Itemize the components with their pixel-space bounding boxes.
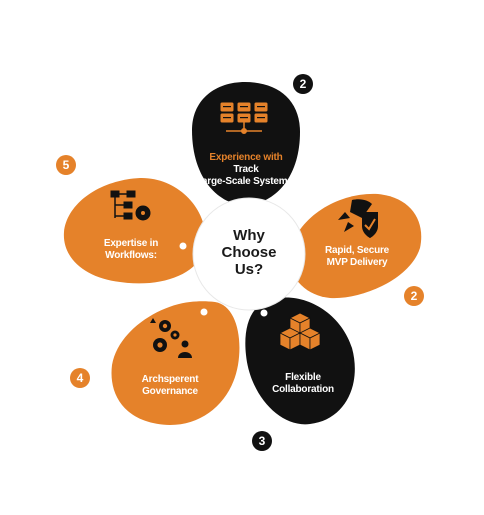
connector-dot-bottom-left <box>200 308 208 316</box>
petal-top-text: Experience with Track Large-Scale System… <box>196 152 296 188</box>
gears-person-icon <box>150 318 192 358</box>
center-title: Why Choose Us? <box>207 227 291 278</box>
badge-bottom-right: 3 <box>252 431 272 451</box>
rocket-shield-icon <box>338 199 378 238</box>
petal-bottom-left <box>111 301 240 425</box>
connector-dot-right <box>294 242 302 250</box>
connector-dot-bottom-right <box>260 309 268 317</box>
petal-top <box>192 82 300 205</box>
petal-left-line2: Workflows: <box>105 250 157 261</box>
petal-right-text: Rapid, Secure MVP Delivery <box>312 245 402 269</box>
center-title-line1: Why <box>233 227 265 244</box>
badge-right: 2 <box>404 286 424 306</box>
petal-left <box>63 177 206 284</box>
petal-bottom-right-line2: Collaboration <box>272 384 334 395</box>
petal-bottom-left-text: Archsperent Governance <box>125 374 215 398</box>
petal-bottom-right <box>245 297 355 425</box>
petal-top-line3: Large-Scale Systems: <box>196 176 296 187</box>
petal-bottom-right-text: Flexible Collaboration <box>258 372 348 396</box>
workflow-gear-icon <box>110 190 151 221</box>
petal-top-line1: Experience with <box>209 152 283 163</box>
petal-left-text: Expertise in Workflows: <box>86 238 176 262</box>
petal-bottom-right-line1: Flexible <box>285 372 321 383</box>
connector-dot-left <box>179 242 187 250</box>
badge-left: 5 <box>56 155 76 175</box>
center-title-line3: Us? <box>234 261 264 278</box>
petal-bottom-left-line2: Governance <box>142 386 198 397</box>
badge-top: 2 <box>293 74 313 94</box>
stacked-boxes-icon <box>279 312 321 351</box>
petal-left-line1: Expertise in <box>103 238 159 249</box>
petal-top-line2: Track <box>233 164 259 175</box>
connector-dot-top <box>237 202 245 210</box>
center-title-line2: Choose <box>221 244 277 261</box>
petal-right <box>289 193 422 299</box>
badge-bottom-left: 4 <box>70 368 90 388</box>
petal-bottom-left-line1: Archsperent <box>141 374 199 385</box>
petal-right-line1: Rapid, Secure <box>324 245 390 256</box>
center-circle <box>192 197 306 311</box>
petal-right-line2: MVP Delivery <box>326 257 388 268</box>
